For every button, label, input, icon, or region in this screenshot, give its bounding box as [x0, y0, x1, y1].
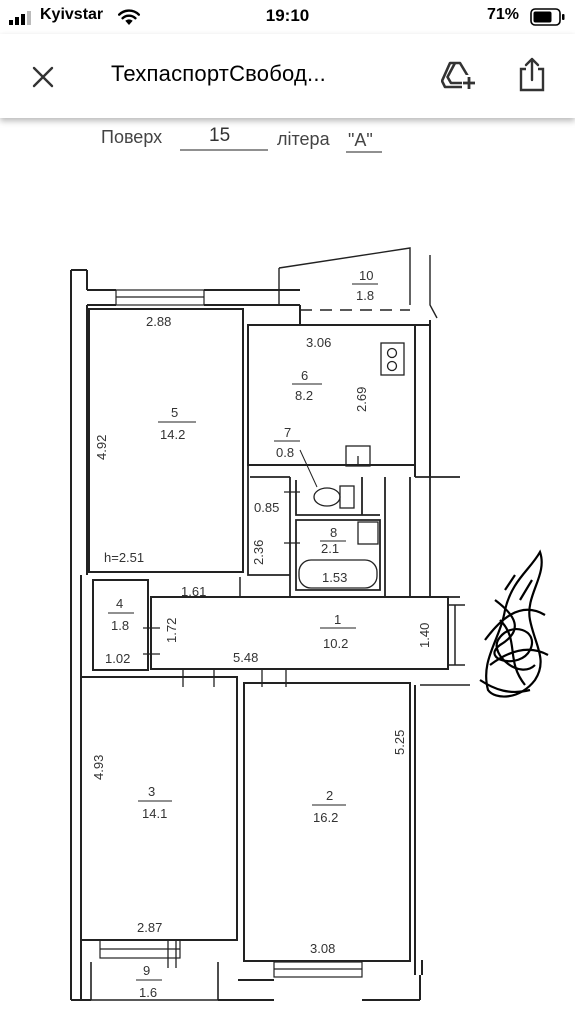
room-9-area: 1.6	[139, 985, 157, 1000]
room-3-area: 14.1	[142, 806, 167, 821]
room-5-area: 14.2	[160, 427, 185, 442]
room-3-number: 3	[148, 784, 155, 799]
dim-0-85: 0.85	[254, 500, 279, 515]
door-marks	[143, 491, 300, 968]
share-icon[interactable]	[518, 56, 546, 92]
dim-5-48: 5.48	[233, 650, 258, 665]
room-6-number: 6	[301, 368, 308, 383]
room-9-number: 9	[143, 963, 150, 978]
dim-1-53: 1.53	[322, 570, 347, 585]
wifi-icon	[118, 9, 140, 25]
room-1-number: 1	[334, 612, 341, 627]
sink-symbol	[345, 445, 371, 467]
app-bar: ТехпаспортСвобод...	[0, 34, 575, 118]
room-7-area: 0.8	[276, 445, 294, 460]
room-5-outline	[88, 308, 244, 573]
outer-walls	[70, 269, 431, 1001]
carrier-name: Kyivstar	[40, 6, 104, 23]
room-2-outline	[243, 682, 411, 962]
room-4-outline	[92, 579, 149, 671]
dim-2-87: 2.87	[137, 920, 162, 935]
floor-plan: Поверх 15 літера "А"	[70, 125, 549, 1001]
room-6-outline	[247, 324, 416, 466]
room-4-number: 4	[116, 596, 123, 611]
dim-4-93: 4.93	[91, 755, 106, 780]
room-5-number: 5	[171, 405, 178, 420]
dim-2-88: 2.88	[146, 314, 171, 329]
room-6-area: 8.2	[295, 388, 313, 403]
letter-label: літера	[277, 129, 331, 149]
floor-label: Поверх	[101, 127, 162, 147]
room-8-area: 2.1	[321, 541, 339, 556]
balcony-9-outline	[90, 962, 219, 1001]
document-viewer[interactable]: Поверх 15 літера "А"	[0, 118, 575, 1024]
dim-1-40: 1.40	[417, 623, 432, 648]
battery-icon	[530, 8, 565, 26]
dim-2-36: 2.36	[251, 540, 266, 565]
room-2-number: 2	[326, 788, 333, 803]
bathtub-symbol	[298, 521, 379, 589]
room-7-number: 7	[284, 425, 291, 440]
status-bar: Kyivstar 19:10 71%	[0, 0, 575, 34]
dim-1-61: 1.61	[181, 584, 206, 599]
room-2-area: 16.2	[313, 810, 338, 825]
drive-add-icon[interactable]	[441, 60, 477, 92]
document-title: ТехпаспортСвобод...	[111, 61, 326, 86]
room-4-area: 1.8	[111, 618, 129, 633]
close-icon[interactable]	[31, 65, 55, 89]
dim-4-92: 4.92	[94, 435, 109, 460]
dim-2-69: 2.69	[354, 387, 369, 412]
handwritten-scribble	[479, 549, 549, 698]
room-10-number: 10	[359, 268, 373, 283]
room-1-area: 10.2	[323, 636, 348, 651]
windows	[99, 289, 363, 978]
stove-symbol	[380, 342, 405, 376]
room-8-number: 8	[330, 525, 337, 540]
balcony-10-outline	[278, 247, 438, 319]
ceiling-height: h=2.51	[104, 550, 144, 565]
dim-5-25: 5.25	[392, 730, 407, 755]
floor-value: 15	[209, 125, 230, 146]
dim-1-72: 1.72	[164, 618, 179, 643]
signal-icon	[9, 11, 31, 25]
bathroom-block	[247, 465, 460, 598]
room-3-outline	[80, 676, 238, 941]
clock-time: 19:10	[265, 6, 310, 25]
room-1-outline	[150, 596, 449, 670]
letter-value: "А"	[348, 130, 373, 150]
dim-1-02: 1.02	[105, 651, 130, 666]
toilet-symbol	[313, 485, 355, 509]
room-10-area: 1.8	[356, 288, 374, 303]
dim-3-08: 3.08	[310, 941, 335, 956]
dim-3-06: 3.06	[306, 335, 331, 350]
battery-percent: 71%	[487, 6, 520, 23]
